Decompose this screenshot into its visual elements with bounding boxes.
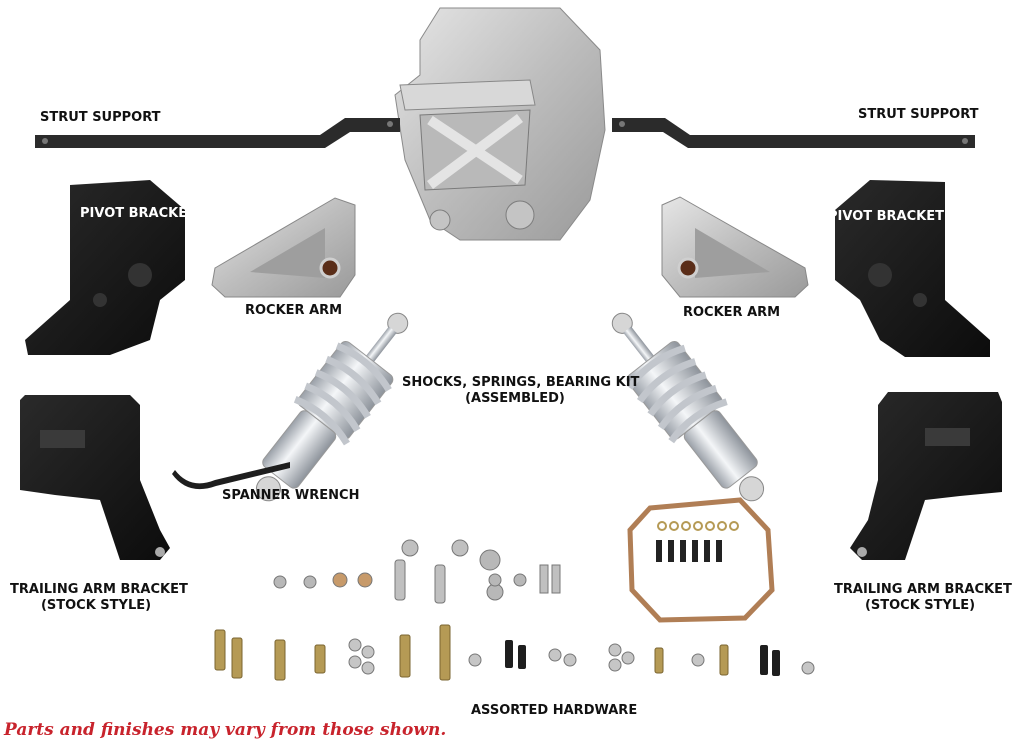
differential-gasket — [627, 497, 775, 623]
label-trailing-arm-left: TRAILING ARM BRACKET (STOCK STYLE) — [10, 582, 188, 614]
label-trailing-left-line1: TRAILING ARM BRACKET — [10, 582, 188, 597]
rocker-arm-left — [211, 197, 356, 298]
label-rocker-arm-right: ROCKER ARM — [683, 305, 781, 320]
label-trailing-right-line2: (STOCK STYLE) — [864, 598, 976, 613]
label-trailing-left-line2: (STOCK STYLE) — [40, 598, 152, 613]
disclaimer-text: Parts and finishes may vary from those s… — [4, 720, 447, 740]
label-assorted-hardware: ASSORTED HARDWARE — [471, 703, 638, 718]
label-rocker-arm-left: ROCKER ARM — [245, 303, 343, 318]
trailing-arm-bracket-right — [850, 392, 1002, 560]
label-shocks-line1: SHOCKS, SPRINGS, BEARING KIT — [402, 375, 640, 390]
label-pivot-bracket-left: PIVOT BRACKET — [80, 206, 196, 221]
label-pivot-bracket-right: PIVOT BRACKET — [828, 209, 944, 224]
coilover-shock-right — [611, 312, 765, 502]
assorted-hardware — [214, 539, 815, 681]
label-trailing-arm-right: TRAILING ARM BRACKET (STOCK STYLE) — [834, 582, 1012, 614]
pivot-bracket-right — [835, 180, 990, 357]
pivot-bracket-left — [25, 180, 185, 355]
rocker-arm-right — [661, 196, 809, 298]
label-strut-support-right: STRUT SUPPORT — [858, 107, 979, 122]
label-shocks: SHOCKS, SPRINGS, BEARING KIT (ASSEMBLED) — [402, 375, 640, 407]
label-spanner-wrench: SPANNER WRENCH — [222, 488, 360, 503]
trailing-arm-bracket-left — [20, 395, 170, 560]
label-shocks-line2: (ASSEMBLED) — [465, 391, 565, 406]
label-strut-support-left: STRUT SUPPORT — [40, 110, 161, 125]
strut-support-right — [612, 118, 975, 148]
strut-support-left — [35, 118, 400, 148]
label-trailing-right-line1: TRAILING ARM BRACKET — [834, 582, 1012, 597]
center-housing — [394, 7, 606, 241]
